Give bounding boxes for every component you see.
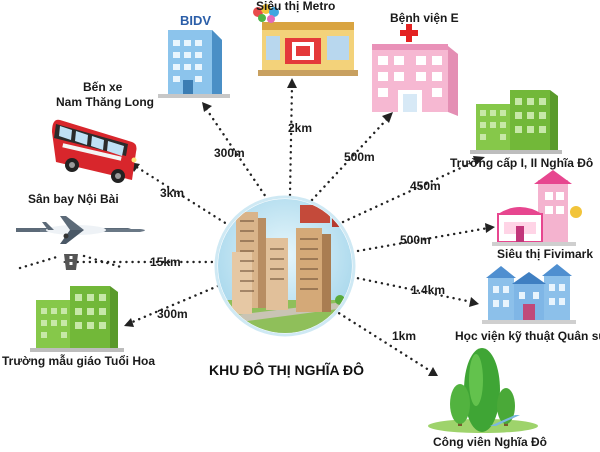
connector-school: [341, 158, 480, 224]
label-bus-line1: Bến xe: [83, 80, 123, 94]
metro-supermarket-icon: [253, 4, 358, 76]
arrow-school: [473, 156, 485, 165]
park-trees-icon: [428, 348, 538, 433]
distance-park: 1km: [392, 329, 417, 343]
arrow-fivimark: [485, 223, 495, 233]
connector-bidv: [203, 105, 270, 202]
arrow-hospital: [382, 112, 393, 123]
hospital-building-icon: [372, 24, 458, 116]
label-academy: Học viện kỹ thuật Quân sự: [455, 329, 600, 343]
school-building-icon: [470, 90, 562, 154]
connector-academy: [350, 275, 474, 304]
label-hospital: Bệnh viện E: [390, 11, 459, 25]
runway-icon: [18, 254, 126, 270]
distance-bidv: 300m: [214, 146, 245, 160]
connector-bus: [133, 164, 232, 228]
center-title: KHU ĐÔ THỊ NGHĨA ĐÔ: [209, 362, 365, 378]
label-bus-line2: Nam Thăng Long: [56, 95, 154, 109]
bidv-sign: BIDV: [180, 13, 212, 28]
distance-academy: 1.4km: [411, 283, 446, 297]
connector-kindergarten: [128, 284, 220, 325]
bus-icon: [52, 119, 137, 183]
distance-airport: 15km: [150, 255, 181, 269]
arrow-metro: [287, 78, 297, 88]
label-airport: Sân bay Nội Bài: [28, 192, 119, 206]
label-school: Trường cấp I, II Nghĩa Đô: [450, 156, 594, 170]
arrow-bidv: [202, 102, 212, 112]
label-metro: Siêu thị Metro: [256, 0, 336, 13]
kindergarten-building-icon: [30, 286, 124, 352]
arrow-kindergarten: [124, 318, 134, 327]
distance-bus: 3km: [160, 186, 185, 200]
center-development-image: [214, 195, 356, 337]
label-park: Công viên Nghĩa Đô: [433, 435, 547, 449]
distance-school: 450m: [410, 179, 441, 193]
academy-building-icon: [482, 264, 576, 324]
connector-metro: [288, 83, 294, 197]
distance-hospital: 500m: [344, 150, 375, 164]
label-kindergarten: Trường mẫu giáo Tuổi Hoa: [2, 354, 155, 368]
distance-metro: 2km: [288, 121, 313, 135]
airplane-icon: [16, 216, 145, 244]
connector-fivimark: [350, 226, 490, 254]
connector-lines: [68, 83, 490, 374]
distance-fivimark: 500m: [400, 233, 431, 247]
connector-hospital: [310, 116, 390, 202]
connector-park: [332, 308, 434, 374]
label-fivimark: Siêu thị Fivimark: [497, 247, 594, 261]
arrow-academy: [469, 297, 479, 307]
bidv-building-icon: [158, 30, 230, 98]
arrow-park: [428, 367, 438, 376]
fivimark-supermarket-icon: [492, 170, 582, 246]
distance-kindergarten: 300m: [157, 307, 188, 321]
balloons-icon: [253, 4, 279, 23]
